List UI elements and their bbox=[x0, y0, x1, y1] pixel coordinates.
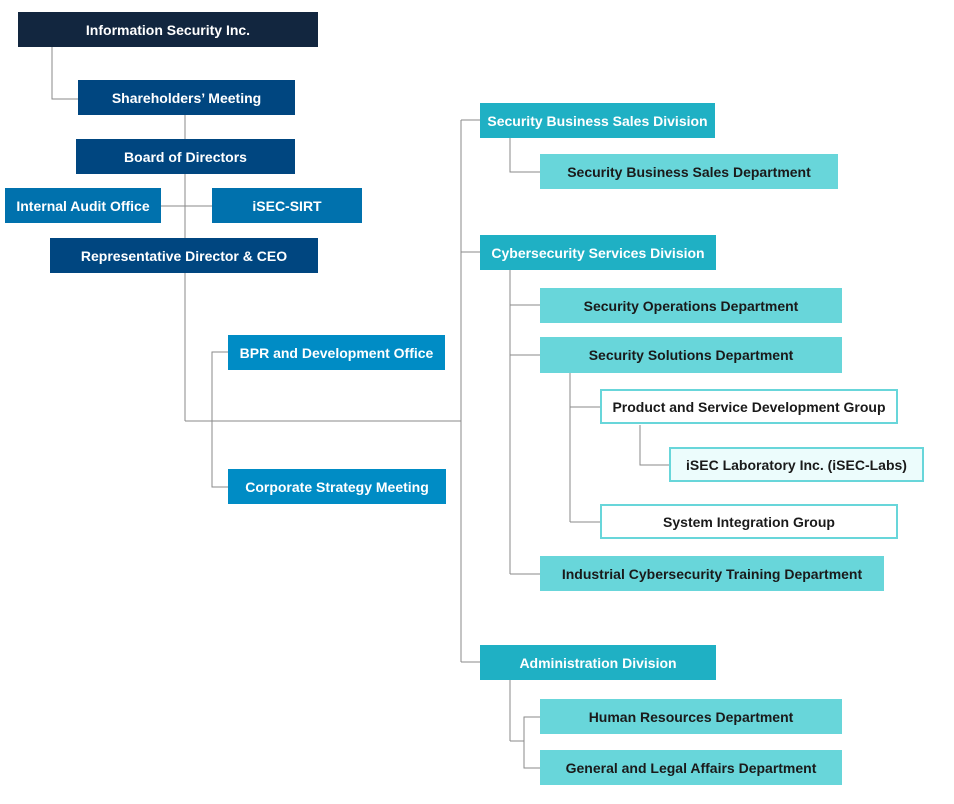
product-service-development-group-node: Product and Service Development Group bbox=[600, 389, 898, 424]
isec-laboratory-node: iSEC Laboratory Inc. (iSEC-Labs) bbox=[669, 447, 924, 482]
general-legal-affairs-department-node: General and Legal Affairs Department bbox=[540, 750, 842, 785]
security-operations-department-node: Security Operations Department bbox=[540, 288, 842, 323]
bpr-office-node: BPR and Development Office bbox=[228, 335, 445, 370]
human-resources-department-node: Human Resources Department bbox=[540, 699, 842, 734]
cybersecurity-division-node: Cybersecurity Services Division bbox=[480, 235, 716, 270]
isec-sirt-node: iSEC-SIRT bbox=[212, 188, 362, 223]
sales-department-node: Security Business Sales Department bbox=[540, 154, 838, 189]
board-of-directors-node: Board of Directors bbox=[76, 139, 295, 174]
industrial-training-department-node: Industrial Cybersecurity Training Depart… bbox=[540, 556, 884, 591]
ceo-node: Representative Director & CEO bbox=[50, 238, 318, 273]
corporate-strategy-meeting-node: Corporate Strategy Meeting bbox=[228, 469, 446, 504]
administration-division-node: Administration Division bbox=[480, 645, 716, 680]
security-solutions-department-node: Security Solutions Department bbox=[540, 337, 842, 373]
company-node: Information Security Inc. bbox=[18, 12, 318, 47]
sales-division-node: Security Business Sales Division bbox=[480, 103, 715, 138]
internal-audit-office-node: Internal Audit Office bbox=[5, 188, 161, 223]
system-integration-group-node: System Integration Group bbox=[600, 504, 898, 539]
shareholders-meeting-node: Shareholders’ Meeting bbox=[78, 80, 295, 115]
